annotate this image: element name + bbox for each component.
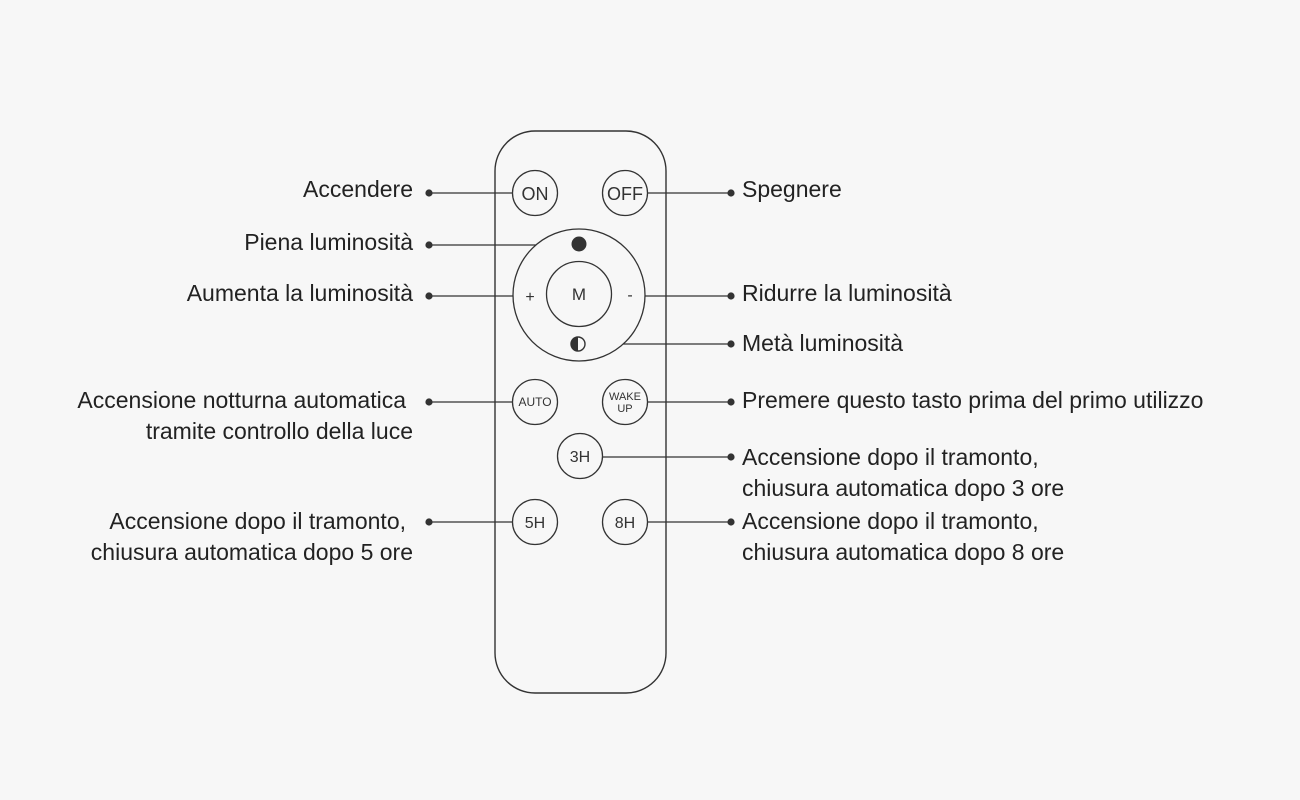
mode-button-label: M bbox=[572, 285, 586, 304]
connector-auto-dot bbox=[425, 398, 433, 406]
label-ridurre-luminosita: Ridurre la luminosità bbox=[742, 278, 952, 309]
label-5h-line1: Accensione dopo il tramonto, bbox=[109, 508, 406, 534]
full-brightness-icon[interactable] bbox=[571, 236, 587, 252]
label-auto-line2: tramite controllo della luce bbox=[145, 418, 413, 444]
8h-button[interactable] bbox=[601, 498, 649, 546]
label-piena-luminosita: Piena luminosità bbox=[244, 227, 413, 258]
connector-on-dot bbox=[425, 189, 433, 197]
plus-button-label[interactable]: + bbox=[525, 289, 534, 306]
label-auto: Accensione notturna automatica tramite c… bbox=[77, 385, 413, 447]
label-8h: Accensione dopo il tramonto, chiusura au… bbox=[742, 506, 1064, 568]
connector-wake-up-dot bbox=[727, 398, 735, 406]
5h-button-label: 5H bbox=[525, 515, 545, 532]
auto-button[interactable] bbox=[511, 378, 559, 426]
half-brightness-icon[interactable] bbox=[570, 336, 586, 352]
label-spegnere-text: Spegnere bbox=[742, 176, 842, 202]
on-button[interactable] bbox=[511, 169, 559, 217]
3h-button-label: 3H bbox=[570, 449, 590, 466]
connector-off-dot bbox=[727, 189, 735, 197]
auto-button-label: AUTO bbox=[518, 395, 551, 409]
on-button-label: ON bbox=[522, 184, 549, 204]
label-8h-line2: chiusura automatica dopo 8 ore bbox=[742, 539, 1065, 565]
wake-up-button-label-line2: UP bbox=[617, 403, 632, 415]
label-auto-line1: Accensione notturna automatica bbox=[77, 387, 406, 413]
label-wake-up: Premere questo tasto prima del primo uti… bbox=[742, 385, 1203, 416]
label-meta-luminosita: Metà luminosità bbox=[742, 328, 903, 359]
minus-button-label[interactable]: - bbox=[627, 287, 632, 304]
connector-8h-dot bbox=[727, 518, 735, 526]
off-button[interactable] bbox=[601, 169, 649, 217]
5h-button[interactable] bbox=[511, 498, 559, 546]
wake-up-button[interactable] bbox=[601, 378, 649, 426]
label-accendere: Accendere bbox=[303, 174, 413, 205]
label-8h-line1: Accensione dopo il tramonto, bbox=[742, 508, 1039, 534]
connector-half-brightness-dot bbox=[727, 340, 735, 348]
3h-button[interactable] bbox=[556, 432, 604, 480]
remote-body bbox=[494, 130, 667, 694]
mode-button[interactable] bbox=[545, 260, 613, 328]
connector-full-brightness-dot bbox=[425, 241, 433, 249]
label-spegnere: Spegnere bbox=[742, 174, 842, 205]
label-aumenta-luminosita: Aumenta la luminosità bbox=[187, 278, 413, 309]
label-aumenta-luminosita-text: Aumenta la luminosità bbox=[186, 280, 413, 306]
label-piena-luminosita-text: Piena luminosità bbox=[244, 229, 413, 255]
label-3h-line2: chiusura automatica dopo 3 ore bbox=[742, 475, 1065, 501]
label-ridurre-luminosita-text: Ridurre la luminosità bbox=[742, 280, 952, 306]
label-5h-line2: chiusura automatica dopo 5 ore bbox=[90, 539, 413, 565]
label-3h-line1: Accensione dopo il tramonto, bbox=[742, 444, 1039, 470]
label-wake-up-text: Premere questo tasto prima del primo uti… bbox=[742, 387, 1204, 413]
off-button-label: OFF bbox=[607, 184, 643, 204]
connector-5h-dot bbox=[425, 518, 433, 526]
connector-plus-dot bbox=[425, 292, 433, 300]
label-3h: Accensione dopo il tramonto, chiusura au… bbox=[742, 442, 1064, 504]
connector-minus-dot bbox=[727, 292, 735, 300]
connector-3h-dot bbox=[727, 453, 735, 461]
label-5h: Accensione dopo il tramonto, chiusura au… bbox=[91, 506, 413, 568]
label-accendere-text: Accendere bbox=[303, 176, 413, 202]
wake-up-button-label-line1: WAKE bbox=[609, 391, 641, 403]
8h-button-label: 8H bbox=[615, 515, 635, 532]
label-meta-luminosita-text: Metà luminosità bbox=[742, 330, 904, 356]
